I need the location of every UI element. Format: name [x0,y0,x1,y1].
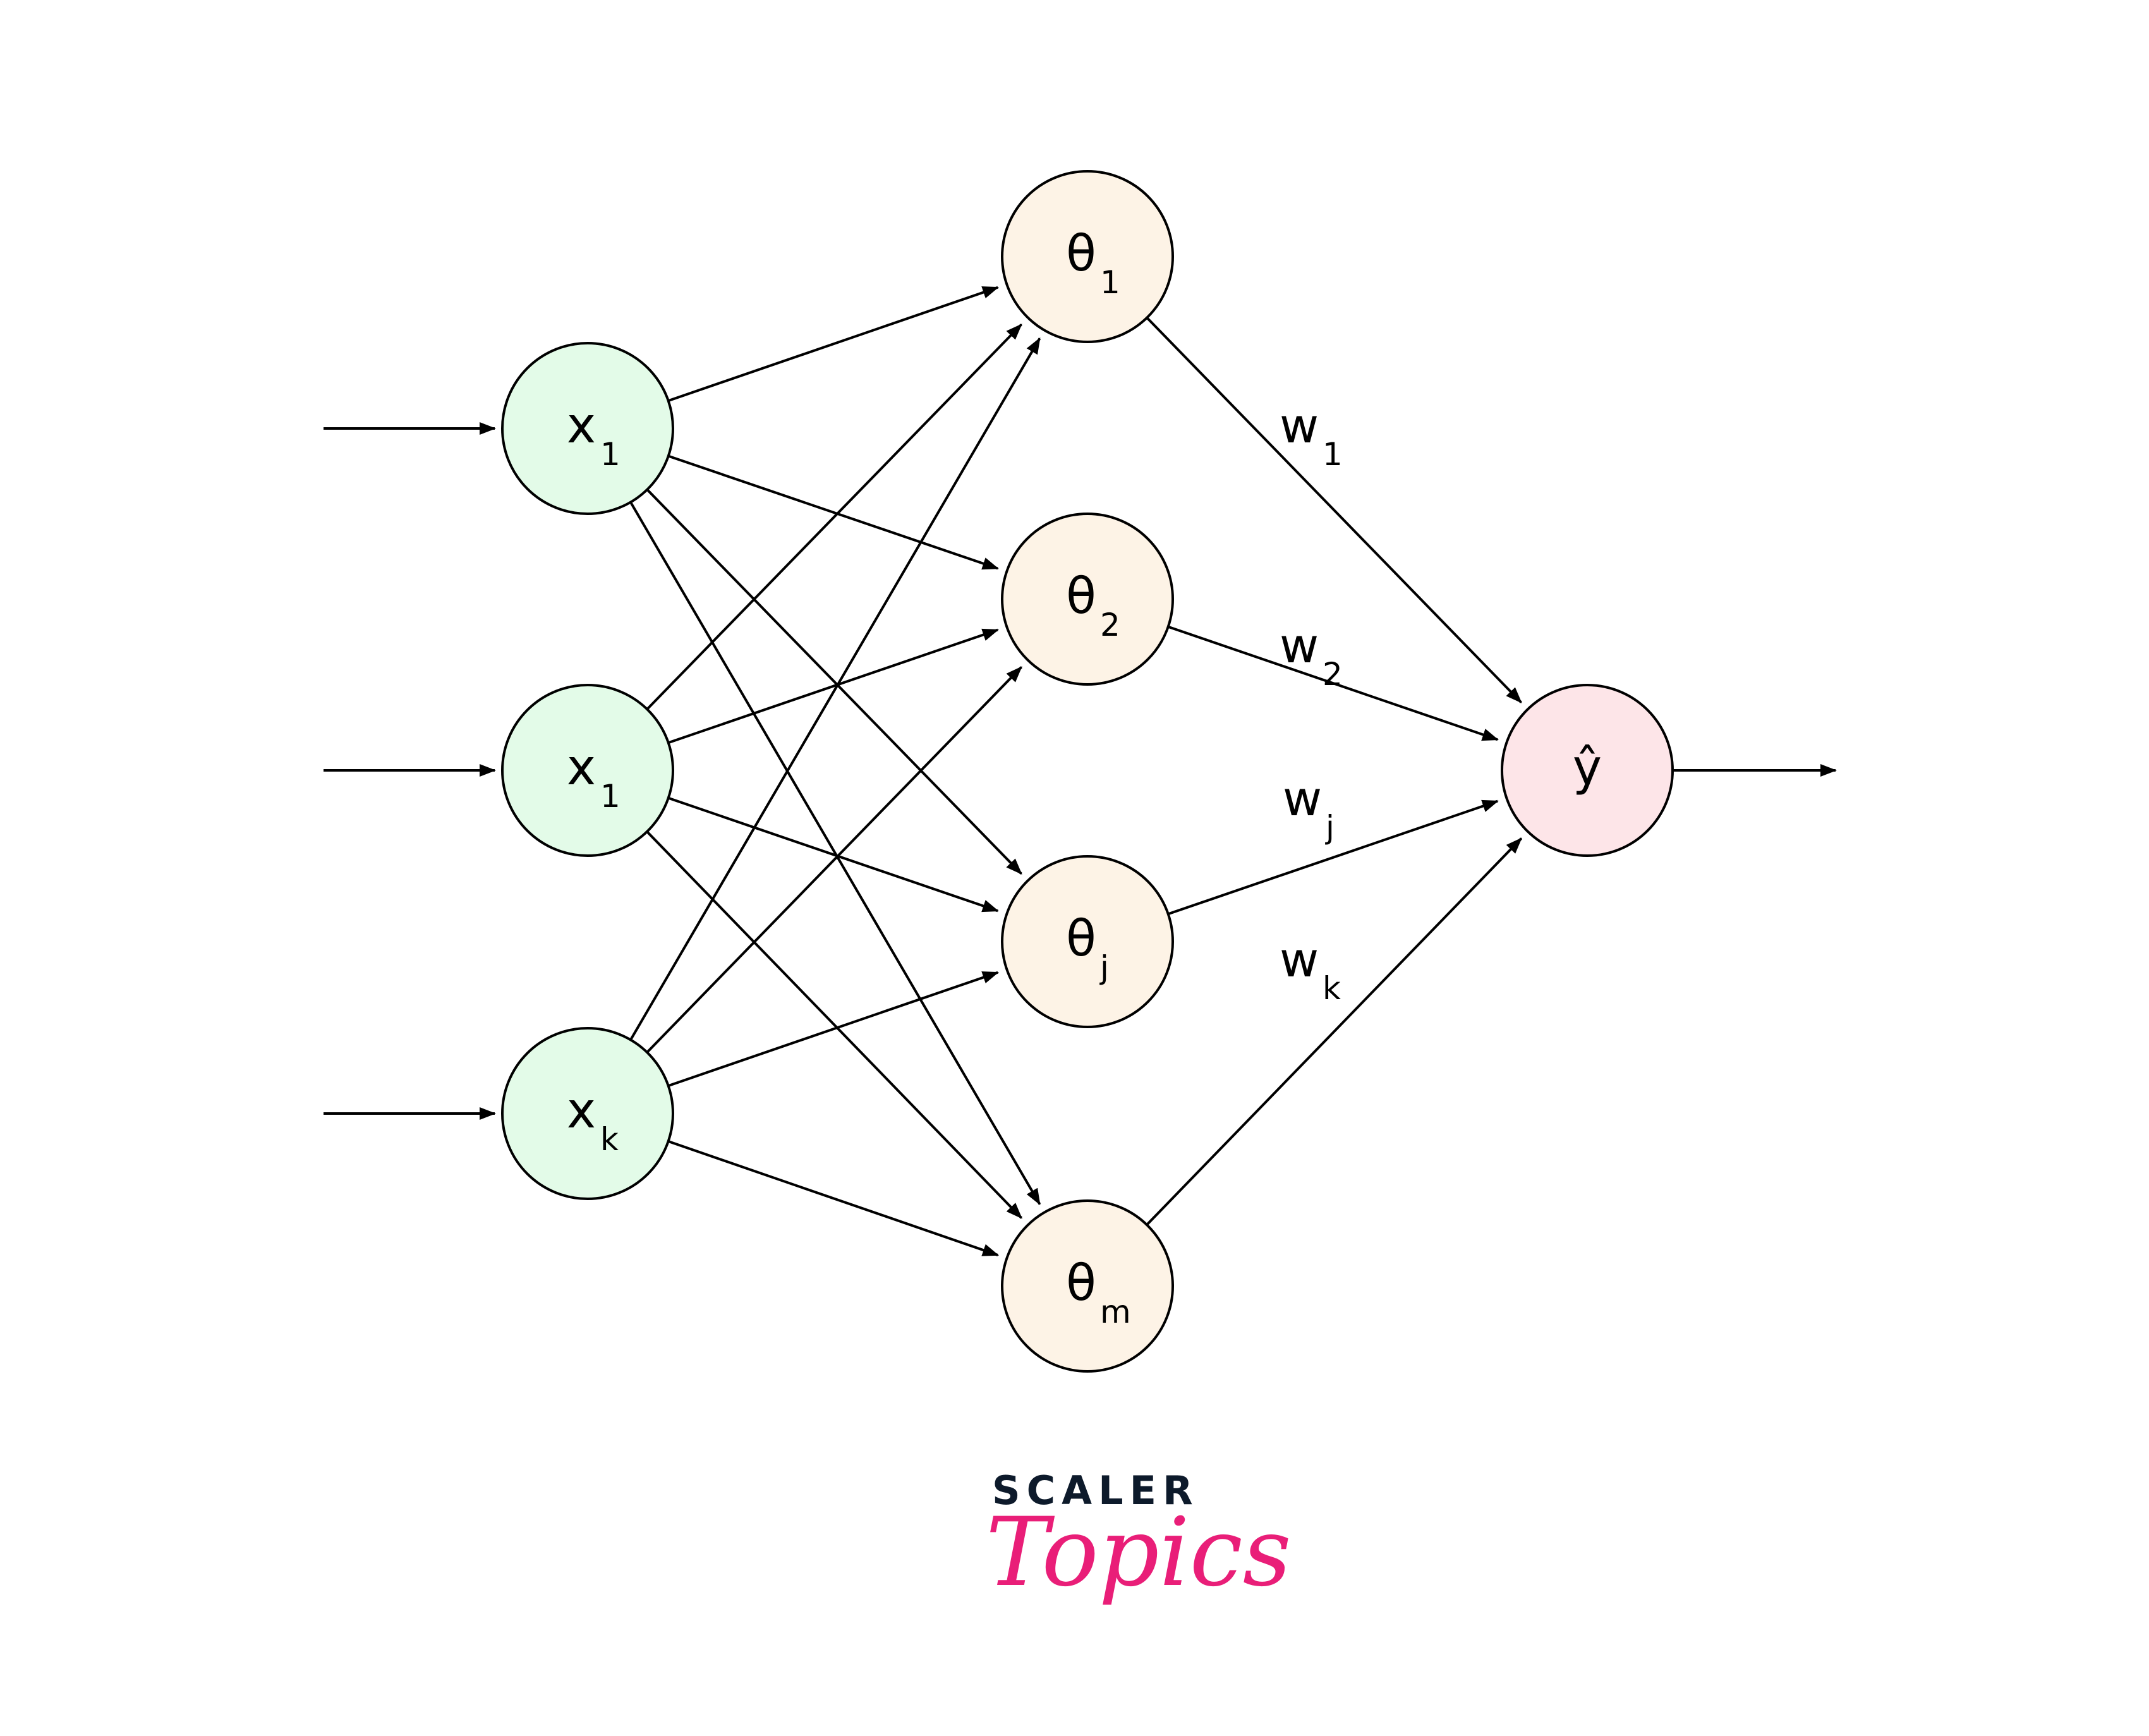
edge-input2-hidden3 [668,796,999,913]
hidden-node-2-circle [1001,513,1174,686]
input-node-2-symbol: x [567,739,596,796]
output-node-circle [1501,684,1674,857]
logo-topics-text: Topics [986,1498,1292,1608]
hidden-node-1-subscript: 1 [1100,264,1120,301]
edge-hidden3-output [1168,799,1499,916]
edge-input2-hidden2 [668,628,999,744]
weight-subscript-1: 1 [1323,436,1343,473]
hidden-node-3-subscript: j [1099,949,1109,986]
input-node-3-symbol: x [567,1083,596,1139]
edge-input1-hidden3 [646,489,1022,875]
input-node-1-subscript: 1 [600,436,620,473]
hidden-node-3-symbol: θ [1066,911,1096,968]
hidden-node-4-subscript: m [1100,1294,1131,1330]
input-node-2-subscript: 1 [600,778,620,815]
weight-subscript-4: k [1323,970,1341,1007]
weight-subscript-3: j [1325,809,1335,846]
weight-label-1: w [1280,398,1319,454]
edge-hidden4-output [1146,837,1523,1226]
input-node-3-subscript: k [600,1121,619,1158]
edge-hidden1-output [1146,317,1522,703]
weight-subscript-2: 2 [1323,656,1343,693]
edge-input1-hidden2 [668,454,999,570]
edge-input2-hidden1 [646,324,1022,710]
edge-input1-hidden4 [629,501,1041,1206]
weight-label-2: w [1280,617,1319,674]
input-node-1-circle [501,342,674,515]
hidden-node-1-symbol: θ [1066,226,1096,282]
edge-input3-hidden4 [667,1140,1000,1256]
hidden-node-4-circle [1001,1199,1174,1373]
edge-input1-hidden1 [668,286,1000,402]
hidden-node-3-circle [1001,855,1174,1028]
edge-input3-hidden3 [668,971,1000,1087]
input-node-1-symbol: x [567,398,596,454]
edge-input3-hidden1 [629,337,1041,1041]
output-node-symbol: ŷ [1573,739,1602,796]
edge-hidden2-output [1168,625,1499,741]
input-node-3-circle [501,1027,674,1200]
edge-input3-hidden2 [646,666,1022,1053]
weight-label-4: w [1280,932,1319,988]
hidden-node-4-symbol: θ [1066,1255,1096,1312]
hidden-node-2-subscript: 2 [1100,607,1120,643]
logo-scaler-text: SCALER [992,1467,1199,1514]
output-node: ŷ [1501,684,1674,857]
hidden-node-1-circle [1001,170,1174,343]
edge-input2-hidden4 [646,830,1023,1219]
input-node-2-circle [501,684,674,857]
weight-label-3: w [1283,770,1322,827]
hidden-node-2-symbol: θ [1066,568,1096,625]
